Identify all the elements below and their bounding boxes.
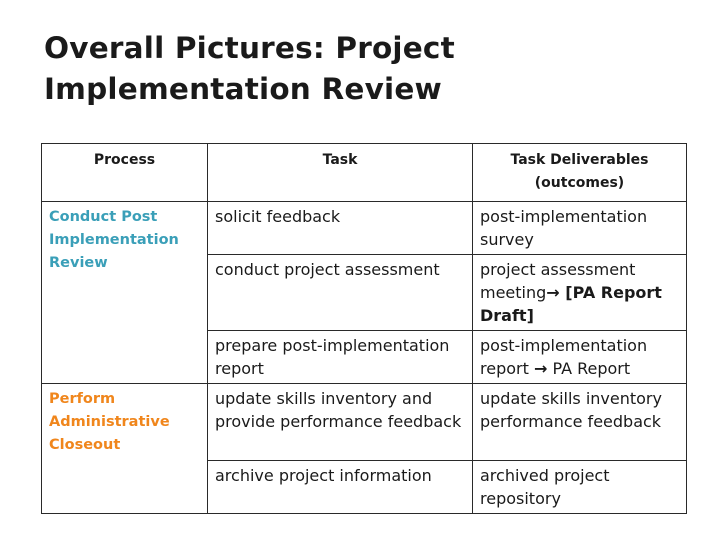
task-cell: update skills inventory and provide perf…	[207, 383, 473, 461]
slide-title-line-2: Implementation Review	[44, 72, 442, 106]
table-header-row: Process Task Task Deliverables (outcomes…	[41, 143, 687, 202]
table-row: conduct project assessment project asses…	[42, 254, 687, 331]
deliverable-cell: post-implementation report → PA Report	[472, 330, 687, 384]
deliverable-text: project assessment meeting	[480, 260, 636, 302]
header-task: Task	[207, 143, 473, 202]
deliverable-cell: archived project repository	[472, 460, 687, 514]
deliverable-tail-text: PA Report	[547, 359, 631, 378]
deliverable-bold-text: [PA Report Draft]	[480, 283, 662, 325]
header-process: Process	[41, 143, 208, 202]
table-row: Perform Administrative Closeout update s…	[41, 383, 687, 514]
task-cell: archive project information	[207, 460, 473, 514]
process-cell-conduct-review: Conduct Post Implementation Review	[41, 201, 208, 384]
slide-title: Overall Pictures: Project Implementation…	[44, 28, 684, 110]
slide-title-line-1: Overall Pictures: Project	[44, 31, 455, 65]
process-task-table: Process Task Task Deliverables (outcomes…	[41, 143, 687, 514]
deliverable-cell: update skills inventory performance feed…	[472, 383, 687, 461]
process-cell-administrative-closeout: Perform Administrative Closeout	[41, 383, 208, 514]
task-cell: solicit feedback	[207, 201, 473, 255]
table-row: Conduct Post Implementation Review solic…	[41, 201, 687, 384]
table-row: archive project information archived pro…	[42, 460, 687, 514]
deliverable-text: post-implementation report	[480, 336, 648, 378]
task-cell: conduct project assessment	[207, 254, 473, 331]
header-deliverables: Task Deliverables (outcomes)	[472, 143, 687, 202]
arrow-right-icon: →	[546, 283, 560, 302]
task-cell: prepare post-implementation report	[207, 330, 473, 384]
table-row: prepare post-implementation report post-…	[42, 330, 687, 384]
arrow-right-icon: →	[533, 359, 548, 378]
deliverable-cell: project assessment meeting→ [PA Report D…	[472, 254, 687, 331]
deliverable-cell: post-implementation survey	[472, 201, 687, 255]
